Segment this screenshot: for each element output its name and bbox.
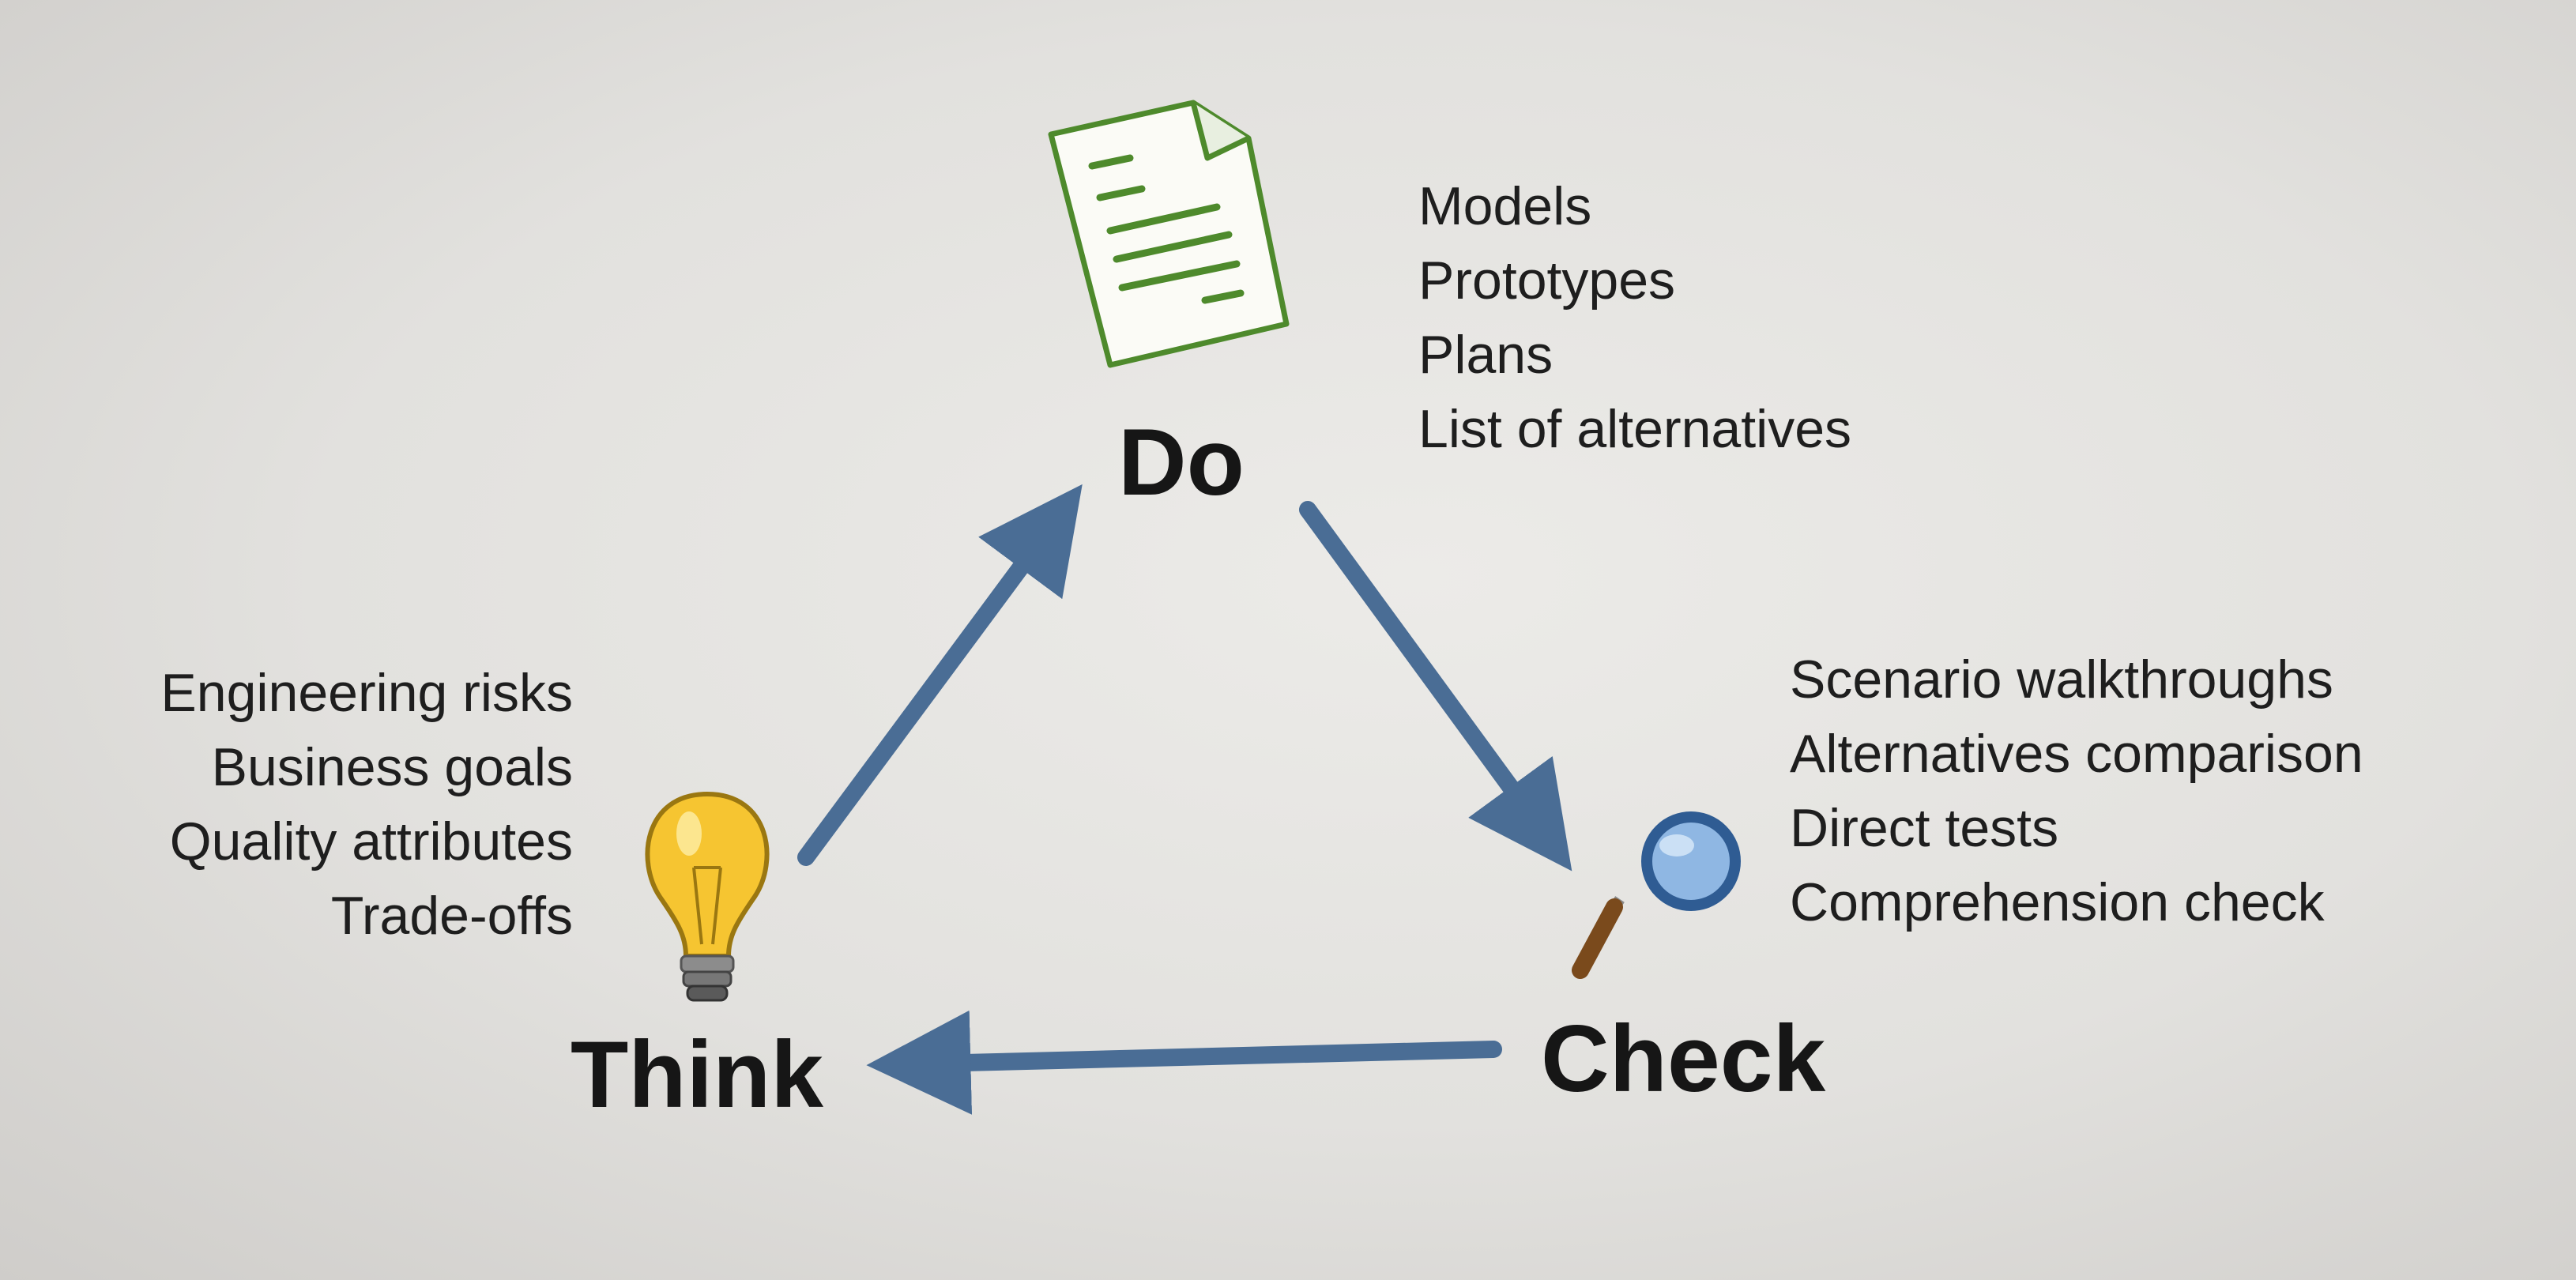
check-item: Direct tests <box>1790 798 2059 858</box>
arrow-check-to-think <box>866 1010 1502 1115</box>
document-icon <box>1048 100 1290 368</box>
do-item: Models <box>1418 176 1592 236</box>
think-item: Quality attributes <box>169 811 573 872</box>
lightbulb-icon <box>645 791 770 1002</box>
think-item: Trade-offs <box>330 886 573 946</box>
think-item: Engineering risks <box>160 663 573 723</box>
do-label: Do <box>1118 409 1245 515</box>
arrow-think-to-do <box>797 484 1083 866</box>
think-inputs-list: Engineering risks Business goals Quality… <box>63 656 573 953</box>
check-methods-list: Scenario walkthroughs Alternatives compa… <box>1790 642 2363 939</box>
do-item: List of alternatives <box>1418 399 1852 459</box>
think-item: Business goals <box>211 737 573 797</box>
do-item: Prototypes <box>1418 250 1676 311</box>
do-item: Plans <box>1418 325 1554 385</box>
check-label: Check <box>1541 1006 1826 1112</box>
magnifier-icon <box>1572 811 1741 979</box>
check-item: Alternatives comparison <box>1790 724 2363 784</box>
check-item: Scenario walkthroughs <box>1790 649 2333 710</box>
think-label: Think <box>571 1022 823 1128</box>
arrow-do-to-check <box>1299 501 1572 872</box>
do-outputs-list: Models Prototypes Plans List of alternat… <box>1418 169 1851 466</box>
check-item: Comprehension check <box>1790 872 2325 932</box>
